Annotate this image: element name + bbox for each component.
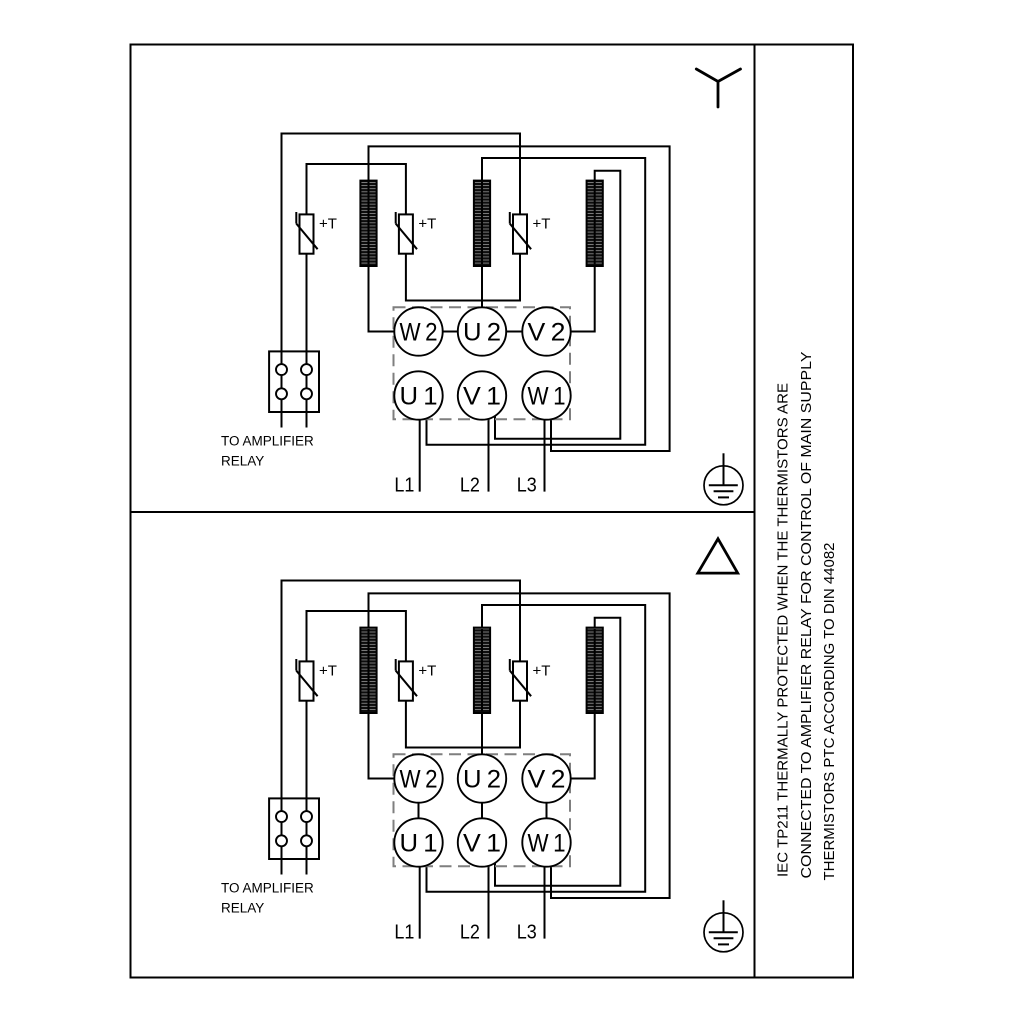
svg-text:U 2: U 2 — [463, 319, 501, 347]
svg-text:W 2: W 2 — [400, 766, 438, 794]
svg-text:L1: L1 — [394, 475, 414, 497]
svg-text:L2: L2 — [460, 475, 480, 497]
svg-text:RELAY: RELAY — [221, 900, 264, 915]
svg-text:RELAY: RELAY — [221, 453, 264, 468]
svg-text:TO AMPLIFIER: TO AMPLIFIER — [221, 881, 314, 896]
svg-text:V 2: V 2 — [528, 319, 566, 347]
svg-text:V 1: V 1 — [463, 383, 501, 411]
svg-text:U 1: U 1 — [400, 383, 438, 411]
svg-text:CONNECTED TO AMPLIFIER RELAY F: CONNECTED TO AMPLIFIER RELAY FOR CONTROL… — [798, 352, 815, 879]
svg-text:TO AMPLIFIER: TO AMPLIFIER — [221, 434, 314, 449]
svg-text:+T: +T — [319, 216, 337, 233]
svg-text:+T: +T — [319, 663, 337, 680]
svg-text:U 2: U 2 — [463, 766, 501, 794]
svg-text:U 1: U 1 — [400, 830, 438, 858]
svg-text:W 2: W 2 — [400, 319, 438, 347]
svg-text:+T: +T — [533, 663, 551, 680]
svg-text:+T: +T — [533, 216, 551, 233]
svg-text:+T: +T — [418, 663, 436, 680]
svg-text:W 1: W 1 — [528, 383, 566, 411]
svg-text:W 1: W 1 — [528, 830, 566, 858]
svg-text:L3: L3 — [517, 922, 537, 944]
svg-text:V 1: V 1 — [463, 830, 501, 858]
svg-text:V 2: V 2 — [528, 766, 566, 794]
svg-text:L3: L3 — [517, 475, 537, 497]
svg-text:L2: L2 — [460, 922, 480, 944]
svg-text:L1: L1 — [394, 922, 414, 944]
svg-text:+T: +T — [418, 216, 436, 233]
svg-text:IEC TP211 THERMALLY PROTECTED: IEC TP211 THERMALLY PROTECTED WHEN THE T… — [775, 383, 792, 877]
svg-text:THERMISTORS PTC ACCORDING TO D: THERMISTORS PTC ACCORDING TO DIN 44082 — [821, 543, 838, 881]
